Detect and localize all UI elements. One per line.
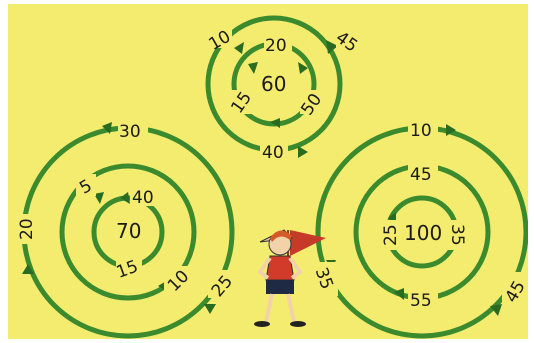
left-outer-label: 30 <box>119 122 141 142</box>
targets-drawing: 10 45 40 20 15 50 60 <box>8 4 528 339</box>
arrowhead-icon <box>248 62 258 74</box>
arrowhead-icon <box>298 146 308 158</box>
right-middle-label: 45 <box>410 165 432 185</box>
right-inner-label: 25 <box>381 224 401 246</box>
top-inner-label: 20 <box>265 36 287 56</box>
arrowhead-icon <box>120 192 130 204</box>
arrowhead-icon <box>234 42 244 54</box>
left-outer-label: 20 <box>17 218 37 240</box>
right-target: 10 35 45 45 55 25 35 100 <box>311 118 528 336</box>
yellow-board: 10 45 40 20 15 50 60 <box>8 4 528 339</box>
left-center-value: 70 <box>116 219 141 243</box>
top-outer-label: 40 <box>262 143 284 163</box>
left-inner-label: 40 <box>132 188 154 208</box>
top-target: 10 45 40 20 15 50 60 <box>205 18 362 163</box>
right-center-value: 100 <box>404 221 442 245</box>
right-outer-label: 10 <box>410 121 432 141</box>
top-center-value: 60 <box>261 72 286 96</box>
right-middle-label: 55 <box>410 291 432 311</box>
arrowhead-icon <box>204 304 216 314</box>
left-target: 30 20 25 5 10 40 15 70 <box>14 120 237 336</box>
right-inner-label: 35 <box>447 224 467 246</box>
